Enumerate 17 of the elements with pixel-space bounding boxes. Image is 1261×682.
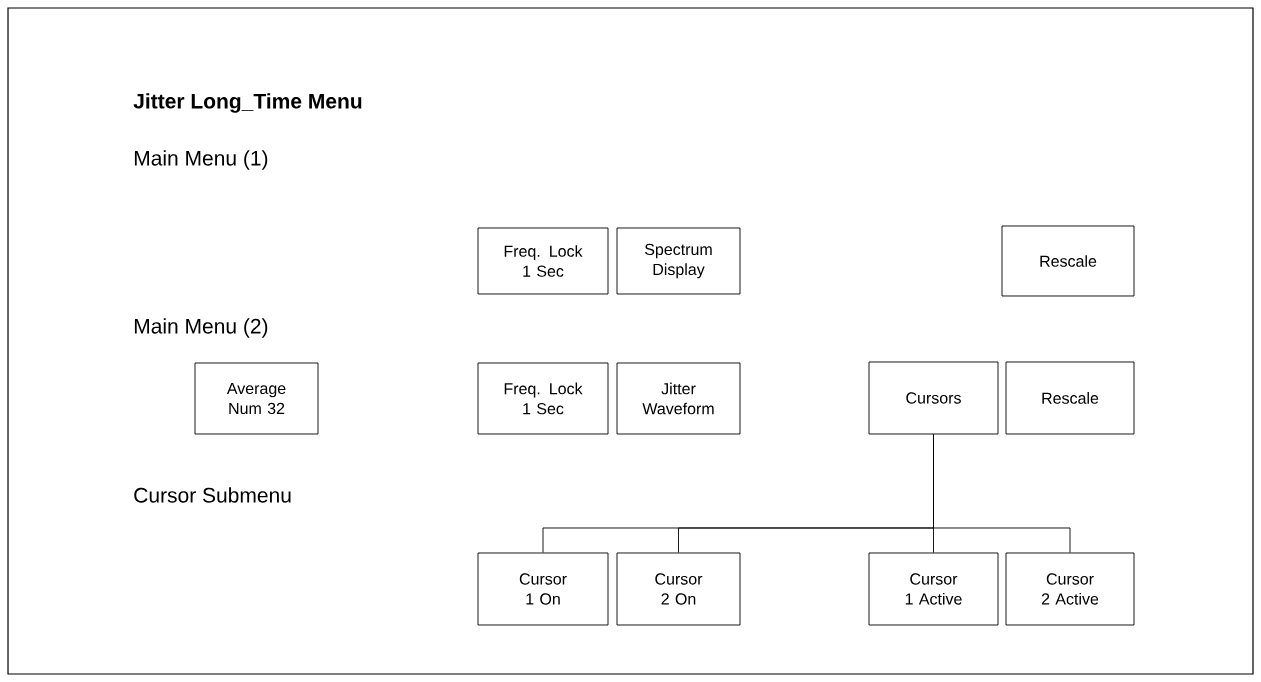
- menu-box: Cursor 1 Active: [868, 552, 999, 626]
- menu-box: Freq. Lock 1 Sec: [477, 362, 609, 435]
- menu-box: Spectrum Display: [616, 227, 741, 295]
- menu-box: Jitter Waveform: [616, 362, 741, 435]
- connector-line: [933, 434, 1071, 553]
- menu-box: Cursor 1 On: [477, 552, 609, 626]
- menu-box: Rescale: [1005, 361, 1135, 435]
- section-heading: Main Menu (1): [134, 150, 268, 170]
- menu-box: Rescale: [1001, 225, 1135, 297]
- menu-box: Cursors: [868, 361, 999, 435]
- menu-box: Freq. Lock 1 Sec: [477, 227, 609, 295]
- menu-box: Average Num 32: [194, 362, 319, 435]
- menu-box: Cursor 2 On: [616, 552, 741, 626]
- section-heading: Main Menu (2): [134, 318, 268, 338]
- title: Jitter Long_Time Menu: [133, 93, 362, 113]
- section-heading: Cursor Submenu: [134, 487, 291, 503]
- menu-box: Cursor 2 Active: [1005, 552, 1135, 626]
